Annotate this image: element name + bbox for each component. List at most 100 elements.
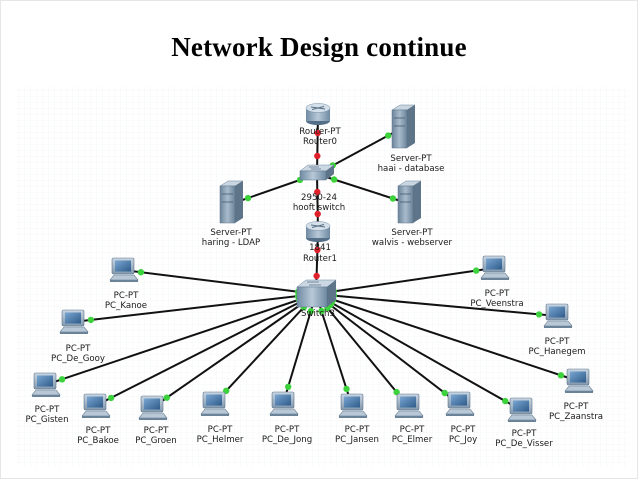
- node-router1[interactable]: 1841 Router1: [303, 221, 337, 265]
- pc-icon: [480, 255, 510, 280]
- port-status-green: [473, 267, 480, 274]
- port-status-green: [87, 316, 95, 324]
- switch-icon: [296, 279, 337, 308]
- node-type-label: PC-PT: [208, 425, 233, 435]
- port-status-red: [314, 129, 321, 137]
- pc-icon: [109, 257, 139, 282]
- node-name-label: PC_Jansen: [335, 435, 379, 445]
- port-status-green: [441, 389, 448, 397]
- pc-icon: [59, 309, 89, 334]
- node-server-database[interactable]: Server-PT haai - database: [378, 104, 445, 174]
- switch-icon: [299, 164, 335, 181]
- node-type-label: PC-PT: [275, 425, 300, 435]
- node-type-label: PC-PT: [114, 291, 139, 301]
- node-type-label: PC-PT: [512, 429, 537, 439]
- node-type-label: PC-PT: [564, 402, 589, 412]
- node-name-label: PC_Bakoe: [77, 436, 119, 446]
- node-name-label: haai - database: [378, 164, 445, 174]
- port-status-green: [307, 308, 314, 315]
- pc-icon: [564, 368, 594, 393]
- node-router0[interactable]: Router-PT Router0: [299, 103, 341, 148]
- node-type-label: PC-PT: [485, 289, 510, 299]
- server-icon: [397, 180, 422, 224]
- node-name-label: PC_De_Gooy: [51, 354, 105, 364]
- node-server-webserver[interactable]: Server-PT walvis - webserver: [372, 180, 453, 248]
- port-status-green: [244, 194, 252, 202]
- node-type-label: 2950-24: [301, 193, 337, 203]
- node-switch3[interactable]: Switch3: [296, 279, 337, 319]
- port-status-green: [285, 383, 292, 390]
- port-status-green: [163, 394, 170, 401]
- node-hooft-switch[interactable]: 2950-24 hooft switch: [293, 164, 345, 213]
- node-name-label: PC_Groen: [135, 436, 176, 446]
- port-status-red: [314, 152, 321, 160]
- port-status-green: [343, 385, 350, 393]
- node-name-label: PC_Joy: [449, 435, 477, 445]
- node-name-label: PC_Helmer: [197, 435, 244, 445]
- pc-icon: [507, 397, 537, 422]
- node-server-ldap[interactable]: Server-PT haring - LDAP: [202, 180, 260, 248]
- router-icon: [305, 103, 331, 125]
- link-switch3-pc_de_jong: [282, 293, 317, 405]
- node-name-label: hooft switch: [293, 203, 345, 213]
- port-status-red: [314, 246, 321, 254]
- pc-icon: [543, 303, 573, 328]
- node-type-label: PC-PT: [345, 425, 370, 435]
- pc-layer: PC-PTPC_KanoePC-PTPC_De_GooyPC-PTPC_Gist…: [25, 255, 603, 449]
- node-type-label: PC-PT: [545, 337, 570, 347]
- node-name-label: PC_Zaanstra: [549, 412, 603, 422]
- port-status-red: [314, 210, 321, 218]
- node-type-label: PC-PT: [451, 425, 476, 435]
- port-status-green: [502, 397, 509, 405]
- link-switch3-pc_jansen: [315, 293, 353, 407]
- pc-icon: [269, 391, 299, 416]
- node-name-label: PC_De_Jong: [262, 435, 312, 445]
- node-type-label: PC-PT: [66, 344, 91, 354]
- node-name-label: Switch3: [301, 309, 335, 319]
- link-server_web-hoofd_switch: [316, 173, 411, 205]
- port-status-red: [314, 188, 321, 196]
- node-name-label: PC_Gisten: [25, 415, 68, 425]
- node-name-label: PC_Elmer: [392, 435, 433, 445]
- node-type-label: Server-PT: [391, 228, 433, 238]
- pc-icon: [445, 391, 475, 416]
- node-name-label: Router0: [303, 137, 337, 147]
- server-icon: [391, 104, 416, 149]
- port-status-green: [330, 176, 338, 183]
- node-name-label: haring - LDAP: [202, 238, 260, 248]
- node-type-label: Server-PT: [210, 228, 252, 238]
- port-status-green: [393, 388, 400, 396]
- node-type-label: PC-PT: [35, 405, 60, 415]
- port-status-green: [107, 394, 115, 402]
- pc-icon: [81, 393, 111, 418]
- port-status-green: [385, 132, 392, 139]
- pc-icon: [200, 391, 230, 416]
- port-status-green: [389, 195, 397, 202]
- port-status-green: [557, 372, 565, 379]
- node-name-label: PC_Veenstra: [470, 299, 523, 309]
- router-icon: [305, 221, 331, 242]
- node-name-label: PC_De_Visser: [495, 439, 553, 449]
- node-type-label: 1841: [309, 243, 331, 253]
- node-name-label: PC_Hanegem: [528, 347, 585, 357]
- port-status-green: [137, 269, 145, 276]
- port-status-green: [58, 376, 66, 383]
- node-type-label: PC-PT: [86, 426, 111, 436]
- node-type-label: PC-PT: [144, 426, 169, 436]
- port-status-green: [535, 311, 543, 318]
- node-name-label: walvis - webserver: [372, 238, 453, 248]
